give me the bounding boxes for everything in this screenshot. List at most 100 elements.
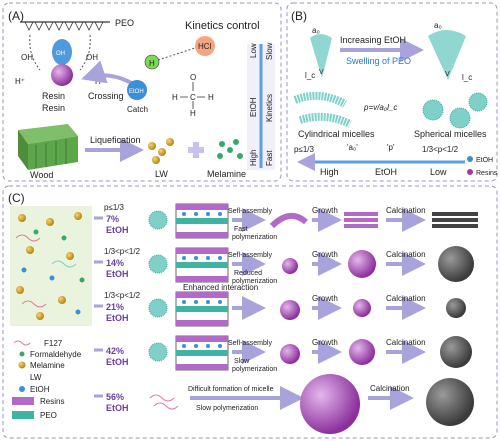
melamine-particles — [217, 139, 243, 159]
p-quote: 'p' — [387, 143, 395, 152]
row-etoh-label: EtOH — [106, 357, 129, 367]
panel-b-label: (B) — [291, 9, 307, 23]
legend-peo-icon — [12, 411, 34, 419]
row-peo-layer — [176, 306, 228, 312]
row-etoh-dot — [194, 344, 198, 348]
h-bottom-atom: H — [190, 109, 196, 118]
p-le: p≤1/3 — [294, 145, 315, 154]
resin-label-1: Resin — [42, 91, 65, 101]
row-etoh-dot — [218, 300, 222, 304]
row-growth-label: Growth — [312, 250, 338, 259]
row-product — [426, 378, 474, 426]
legend-etoh-dot — [467, 156, 473, 162]
kinetics-control-title: Kinetics control — [185, 20, 260, 32]
panel-c-label: (C) — [8, 191, 25, 205]
swelling-label: Swelling of PEO — [346, 56, 411, 66]
row-etoh-percent: 21% — [106, 302, 124, 312]
v-left: V — [319, 69, 324, 76]
row-assembly-label: Sefl-assembly — [228, 340, 272, 347]
row-etoh-dot — [218, 256, 222, 260]
a0-left: a₀ — [312, 26, 320, 35]
a0-quote: 'a₀' — [347, 143, 358, 152]
h-hcl-link — [157, 47, 196, 61]
row-micelle — [148, 254, 168, 274]
row-etoh-dot — [182, 344, 186, 348]
precursor-box — [10, 206, 92, 326]
row-grown — [344, 212, 378, 228]
row-poly-label-2: polymerization — [232, 278, 277, 285]
axis-kinetics: Kinetics — [265, 94, 274, 122]
row-peo-layer — [176, 262, 228, 268]
legend-resins-icon — [12, 397, 34, 405]
row-intermediate — [280, 344, 300, 364]
row-grown — [300, 374, 360, 434]
row-micelle — [148, 342, 168, 362]
row-resin-layer-top — [176, 292, 228, 298]
row-peo-layer — [176, 350, 228, 356]
legend-f127-icon — [13, 340, 31, 346]
row-poly-label-2: polymerization — [232, 366, 277, 373]
row-etoh-dot — [182, 212, 186, 216]
row-resin-layer-top — [176, 336, 228, 342]
row-grown — [349, 339, 375, 365]
row-poly-label-1: Slow — [234, 358, 250, 365]
row-etoh-dot — [206, 300, 210, 304]
v-right: V — [445, 71, 450, 78]
row-resin-layer-bottom — [176, 276, 228, 282]
o-atom: O — [190, 73, 196, 82]
oh-left: OH — [21, 53, 33, 62]
row-resin-layer-bottom — [176, 320, 228, 326]
row-etoh-dot — [206, 212, 210, 216]
row-free-chains — [149, 394, 179, 410]
cyl-label: Cylindrical micelles — [298, 129, 375, 139]
row-intermediate — [282, 258, 298, 274]
h-plus-right: H⁺ — [95, 77, 105, 86]
row-resin-layer-bottom — [176, 364, 228, 370]
h-atom — [144, 54, 160, 70]
lc-left: l_c — [305, 71, 315, 80]
row-assembly-label: Sefl-assembly — [228, 252, 272, 259]
b-low: Low — [430, 167, 447, 177]
cone-left — [310, 34, 332, 78]
row-micelle — [148, 210, 168, 230]
row-poly-label-1: Reduced — [234, 270, 262, 277]
row-etoh-dot — [194, 300, 198, 304]
row-etoh-percent: 7% — [106, 214, 119, 224]
row-poly-label-2: Slow polymerization — [196, 405, 258, 412]
oh-right: OH — [86, 53, 98, 62]
legend-melamine-icon — [18, 361, 26, 369]
row-assembly-label: Sefl-assembly — [228, 208, 272, 215]
row-etoh-percent: 56% — [106, 392, 124, 402]
row-resin-layer-top — [176, 204, 228, 210]
row-micelle — [148, 298, 168, 318]
resin-label-2: Resin — [42, 103, 65, 113]
cone-right — [428, 30, 466, 80]
panel-a: (A) PEO Kinetics control OH OH H⁺ H⁺ OH … — [2, 2, 282, 182]
row-growth-label: Growth — [312, 206, 338, 215]
row-grown — [353, 299, 371, 317]
legend-resin-dot — [467, 169, 473, 175]
melamine-label: Melamine — [207, 169, 246, 179]
lc-right: l_c — [462, 73, 472, 82]
h-atom-label: H — [149, 59, 155, 68]
process-rows: p≤1/37%EtOHSefl-assemblyFastpolymerizati… — [94, 203, 478, 434]
row-calc-label: Calcination — [386, 206, 426, 215]
hcl-label: HCl — [198, 42, 212, 51]
row-etoh-dot — [194, 256, 198, 260]
row-etoh-label: EtOH — [106, 403, 129, 413]
enhanced-interaction: Enhanced interaction — [183, 283, 258, 292]
row-grown — [348, 250, 376, 278]
etoh-in-a: EtOH — [129, 89, 144, 95]
spherical-micelles — [422, 92, 488, 129]
plus-sign — [188, 142, 204, 158]
legend-etoh-c: EtOH — [30, 385, 50, 394]
cylindrical-micelles — [293, 91, 352, 128]
legend-lw: LW — [30, 373, 42, 382]
panel-b: (B) a₀ l_c V Increasing EtOH Swelling of… — [286, 2, 498, 182]
increasing-label: Increasing EtOH — [340, 35, 406, 45]
axis-etoh: EtOH — [249, 97, 258, 117]
formaldehyde-bonds — [180, 82, 205, 109]
peo-label: PEO — [115, 18, 134, 28]
etoh-droplet — [52, 39, 72, 65]
row-resin-layer-top — [176, 248, 228, 254]
